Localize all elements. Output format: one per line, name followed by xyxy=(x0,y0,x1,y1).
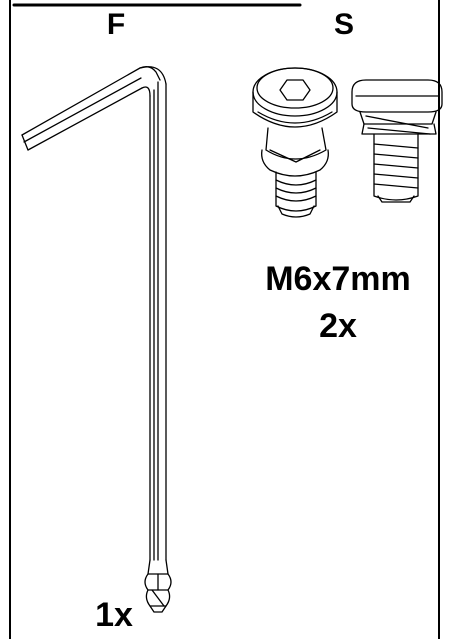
socket-screw-icon xyxy=(252,67,338,218)
section-letter-f: F xyxy=(106,8,126,41)
screw-size-label: M6x7mm xyxy=(265,260,411,298)
hex-key-icon xyxy=(21,66,172,613)
screw-side-icon xyxy=(351,79,443,203)
section-letter-s: S xyxy=(333,8,354,41)
screw-quantity-label: 2x xyxy=(319,307,357,345)
hex-key-quantity-label: 1x xyxy=(95,596,133,634)
